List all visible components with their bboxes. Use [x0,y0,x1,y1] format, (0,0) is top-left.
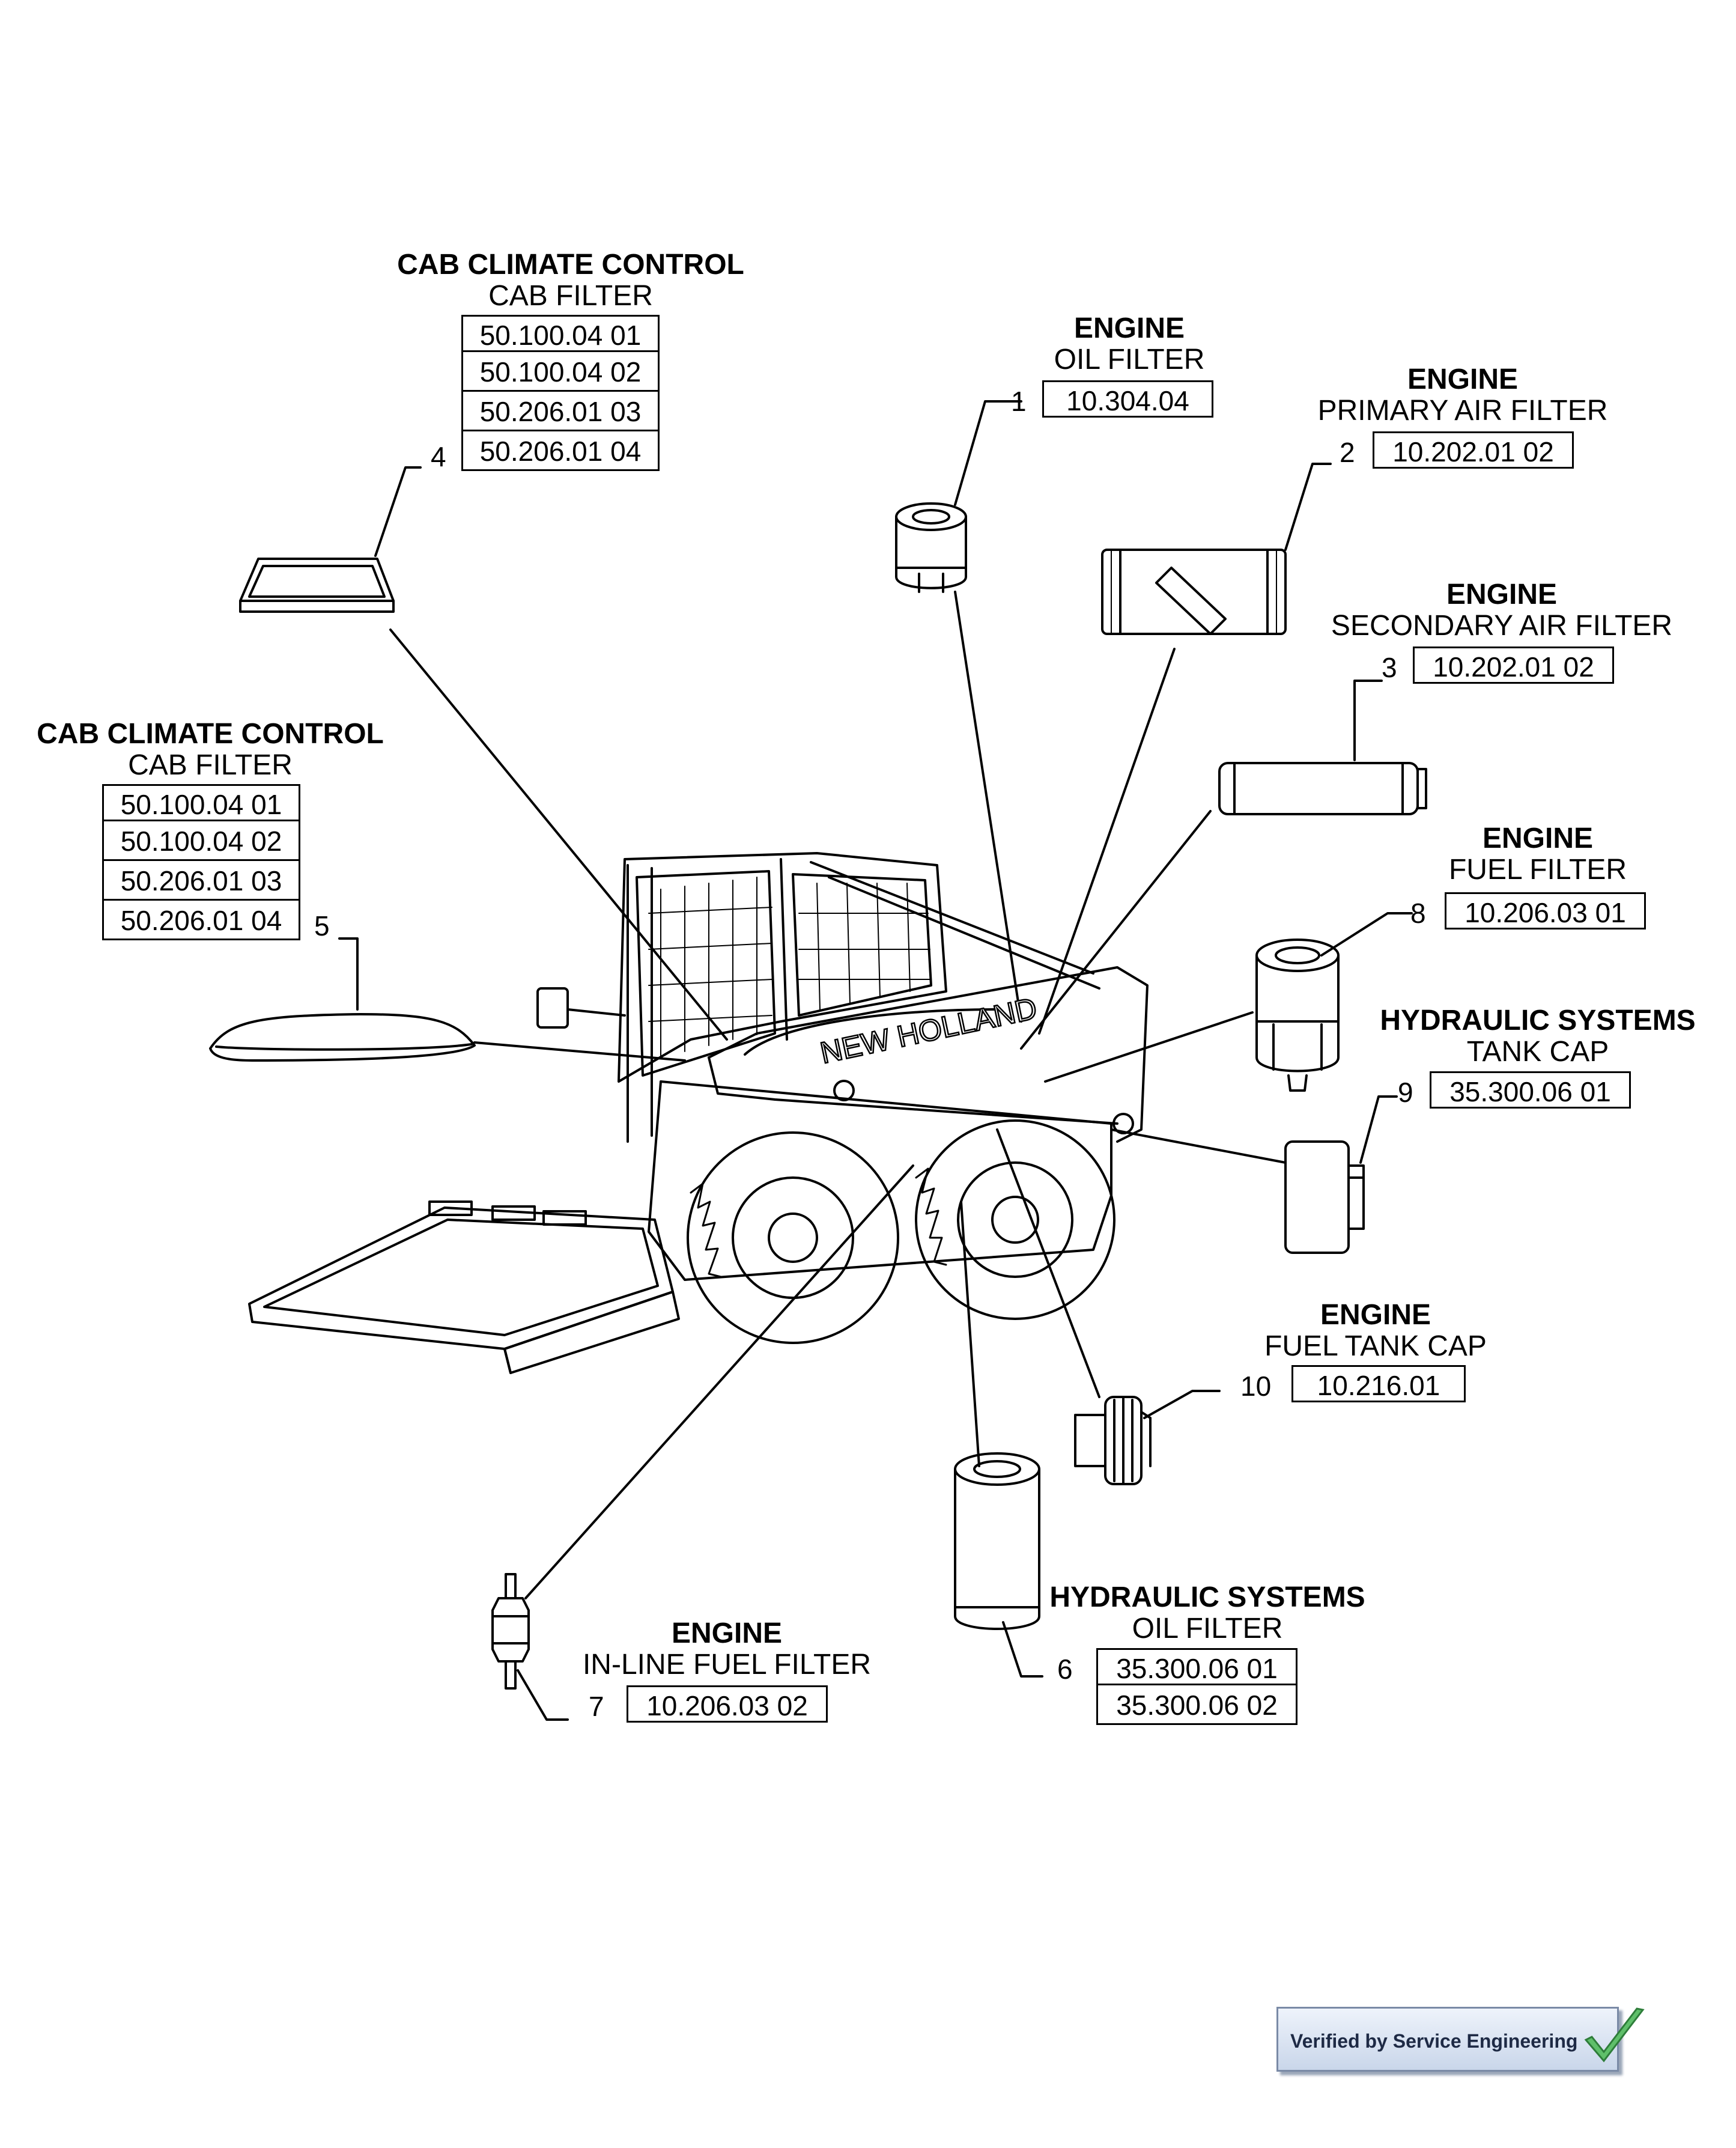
component-label: FUEL FILTER [1448,854,1627,886]
component-label: OIL FILTER [1054,344,1205,376]
component-label: CAB FILTER [488,280,653,312]
part-number-box[interactable]: 50.100.04 02 [102,821,300,861]
item-number: 2 [1340,437,1355,468]
part-number-list: 35.300.06 01 35.300.06 02 [1096,1648,1297,1725]
component-label: TANK CAP [1466,1036,1609,1068]
hydraulic-oil-filter-part [954,1452,1040,1630]
item-number: 3 [1382,652,1397,683]
category-label: HYDRAULIC SYSTEMS [1049,1581,1365,1613]
primary-air-filter-part [1101,549,1287,635]
callout-item-3-heading: ENGINE SECONDARY AIR FILTER [1310,580,1694,640]
cab-filter-flat-part [209,1013,476,1062]
cab-filter-tray-part [239,558,395,613]
part-number-list: 10.216.01 [1291,1365,1466,1402]
part-number-box[interactable]: 35.300.06 02 [1096,1685,1297,1725]
part-number-box[interactable]: 50.100.04 01 [102,784,300,821]
category-label: ENGINE [1407,364,1519,395]
item-number: 9 [1398,1077,1413,1108]
leader-lines [338,400,1413,1721]
category-label: ENGINE [1446,579,1558,610]
part-number-list: 10.202.01 02 [1373,431,1574,469]
callout-item-1-heading: ENGINE OIL FILTER [1009,314,1249,374]
category-label: ENGINE [671,1617,783,1649]
part-number-box[interactable]: 35.300.06 01 [1096,1648,1297,1685]
callout-item-9-heading: HYDRAULIC SYSTEMS TANK CAP [1346,1006,1730,1066]
tank-cap-part [1284,1140,1365,1254]
part-number-list: 10.202.01 02 [1413,647,1614,684]
component-label: SECONDARY AIR FILTER [1331,610,1673,642]
part-number-list: 10.304.04 [1042,380,1213,418]
part-number-box[interactable]: 10.206.03 01 [1445,892,1646,929]
part-number-box[interactable]: 50.100.04 02 [461,352,660,392]
category-label: ENGINE [1482,823,1594,854]
part-number-box[interactable]: 10.202.01 02 [1413,647,1614,684]
component-label: OIL FILTER [1132,1613,1283,1644]
skid-steer-loader [248,852,1149,1374]
item-number: 6 [1057,1654,1073,1685]
verified-badge-label: Verified by Service Engineering [1290,2030,1578,2052]
part-number-box[interactable]: 50.206.01 04 [461,431,660,471]
part-number-box[interactable]: 10.202.01 02 [1373,431,1574,469]
secondary-air-filter-part [1218,762,1427,815]
item-number: 4 [431,441,446,472]
category-label: HYDRAULIC SYSTEMS [1380,1005,1696,1036]
callout-item-7-heading: ENGINE IN-LINE FUEL FILTER [529,1619,925,1679]
part-number-box[interactable]: 50.100.04 01 [461,315,660,352]
item-number: 1 [1011,386,1027,417]
part-number-box[interactable]: 10.216.01 [1291,1365,1466,1402]
component-label: IN-LINE FUEL FILTER [582,1649,872,1681]
oil-filter-part [895,502,967,593]
part-number-box[interactable]: 50.206.01 03 [102,861,300,901]
category-label: CAB CLIMATE CONTROL [397,249,744,281]
callout-item-4-heading: CAB CLIMATE CONTROL CAB FILTER [378,251,763,311]
callout-item-10-heading: ENGINE FUEL TANK CAP [1231,1301,1520,1361]
part-number-list: 50.100.04 01 50.100.04 02 50.206.01 03 5… [461,315,660,471]
part-number-list: 50.100.04 01 50.100.04 02 50.206.01 03 5… [102,784,300,940]
part-number-box[interactable]: 50.206.01 04 [102,901,300,940]
category-label: CAB CLIMATE CONTROL [37,718,384,750]
category-label: ENGINE [1073,312,1185,344]
item-number: 7 [589,1691,604,1722]
callout-item-8-heading: ENGINE FUEL FILTER [1406,824,1670,884]
callout-item-2-heading: ENGINE PRIMARY AIR FILTER [1291,365,1634,425]
item-number: 10 [1240,1371,1272,1402]
category-label: ENGINE [1320,1299,1431,1331]
verified-badge: Verified by Service Engineering [1276,2007,1645,2072]
checkmark-icon [1584,2007,1645,2063]
item-number: 5 [314,910,330,942]
callout-item-5-heading: CAB CLIMATE CONTROL CAB FILTER [18,720,402,780]
part-number-list: 10.206.03 01 [1445,892,1646,929]
part-number-box[interactable]: 35.300.06 01 [1430,1071,1631,1109]
component-label: PRIMARY AIR FILTER [1317,395,1608,427]
fuel-tank-cap-part [1074,1396,1152,1485]
part-number-box[interactable]: 10.304.04 [1042,380,1213,418]
part-number-list: 35.300.06 01 [1430,1071,1631,1109]
fuel-filter-part [1255,939,1340,1092]
part-number-box[interactable]: 10.206.03 02 [627,1685,828,1723]
inline-fuel-filter-part [491,1573,530,1690]
part-number-list: 10.206.03 02 [627,1685,828,1723]
component-label: FUEL TANK CAP [1264,1330,1487,1362]
callout-item-6-heading: HYDRAULIC SYSTEMS OIL FILTER [1015,1583,1400,1643]
part-number-box[interactable]: 50.206.01 03 [461,392,660,431]
item-number: 8 [1410,898,1426,929]
component-label: CAB FILTER [128,749,293,781]
